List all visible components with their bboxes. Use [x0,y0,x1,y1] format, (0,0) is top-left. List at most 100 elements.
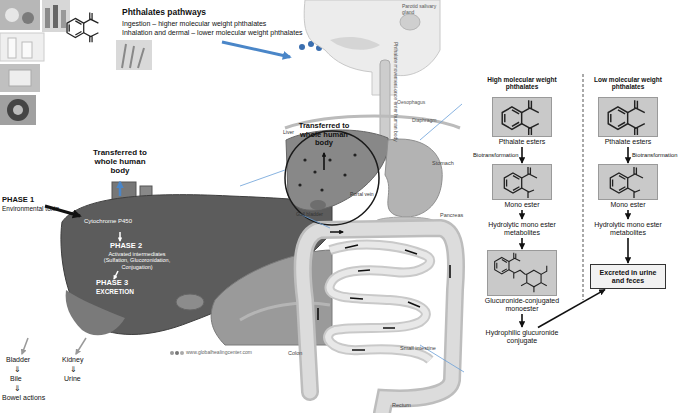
product-photos-part [22,12,34,24]
digestive-illustration-part [343,173,346,176]
anatomy-label: Small intestine [400,345,436,351]
digestive-illustration-part [303,228,456,413]
chemical-structure [488,251,556,295]
liver-illustration-part [176,294,204,310]
anatomy-label: Colon [288,350,302,356]
ester-structure: Pthalate esters [598,97,658,146]
product-photos [0,0,152,125]
anatomy-label: Rectum [392,402,411,408]
product-photos-part [0,0,40,30]
product-photos-part [7,99,29,121]
edge-label: Biotransformation [473,152,518,158]
digestive-illustration-part [303,158,306,161]
product-photos-part [45,8,50,28]
chemical-structure-lines [495,253,547,292]
liver-illustration-part [119,182,122,196]
flow-arrow [538,290,605,328]
chemical-structure-lines [504,167,537,198]
digestive-illustration-part [328,245,430,360]
phase-note: Environmental toxin [2,205,59,212]
down-arrow-symbol: ⇓ [14,365,21,374]
down-arrow-symbol: ⇓ [70,365,77,374]
anatomy-label: Stomach [432,160,454,166]
product-photos-part [8,38,16,58]
glucuronide-structure: Glucuronide-conjugated monoester [482,250,562,313]
ingestion-arrow [222,41,322,57]
phase-heading: PHASE 3 [96,279,128,288]
product-photos-part [42,0,70,32]
excretion-label: Bile [10,375,22,383]
digestive-illustration-part [353,153,356,156]
excretion-label: Bowel actions [2,394,45,402]
product-photos-part [122,44,144,68]
flow-arrow [521,314,523,327]
node-text: Hydrolytic mono ester metabolites [484,221,560,237]
conjugate-step: Hydrophilic glucuronide conjugate [482,328,562,345]
excretion-box: Excreted in urine and feces [590,264,666,289]
digestive-illustration-part [328,245,430,360]
digestive-illustration-part [240,104,464,372]
anatomy-label: Pancreas [440,212,463,218]
liver-illustration [22,182,332,355]
down-arrow-symbol: ⇓ [14,384,21,393]
excretion-label: Urine [64,375,81,383]
product-photos-part [22,42,32,58]
product-photos-part [61,10,66,28]
pathway-note: Inhalation and dermal – lower molecular … [122,29,303,37]
digestive-illustration-part [318,232,450,350]
liver-illustration-part [180,351,184,355]
flow-arrow [521,238,523,249]
product-photos-part [0,95,36,125]
pathway-title: Phthalates pathways [122,8,206,18]
liver-illustration-part [114,271,118,279]
anatomy-label: Parotid salivary gland [402,4,442,16]
structure-image [492,164,552,200]
movement-caption: Phthalate movement once enter human body [392,42,398,142]
product-photos-part [116,40,152,70]
flow-arrow [627,238,629,263]
anatomy-label: Portal vein [350,192,374,198]
chemical-structure [493,165,551,199]
product-photos-part [9,70,31,86]
watermark: www.globalhealingcenter.com [186,350,252,356]
structure-image [492,97,552,137]
chemical-structure [599,98,657,136]
enzyme-label: Cytochrome P450 [84,218,132,225]
ingestion-arrow-part [299,44,305,50]
product-photos-part [5,8,19,22]
digestive-illustration-part [310,200,326,210]
phase-heading: PHASE 1 [2,196,34,205]
node-text: Glucuronide-conjugated monoester [482,297,562,313]
column-divider [583,74,584,300]
liver-illustration-part [22,338,28,354]
structure-image [598,97,658,137]
anatomy-label: Diaphragm [412,118,436,124]
excretion-label: Kidney [62,356,83,364]
digestive-illustration-part [400,14,420,30]
digestive-illustration [240,0,464,413]
product-photos-part [67,13,98,43]
digestive-illustration-part [385,139,442,217]
product-photos-part [13,105,23,115]
digestive-illustration-part [320,188,323,191]
digestive-illustration-part [323,153,325,170]
liver-illustration-part [240,303,330,320]
digestive-illustration-part [328,158,331,161]
phase-heading: PHASE 2 [110,242,142,251]
ester-structure: Pthalate esters [492,97,552,146]
chemical-structure-lines [610,167,643,198]
pathway-note: Ingestion – higher molecular weight phth… [122,20,266,28]
node-text: Hydrophilic glucuronide conjugate [482,329,562,345]
product-photos-part [53,5,58,28]
excretion-label: Bladder [6,356,30,364]
chemical-structure [493,98,551,136]
liver-illustration-part [175,351,179,355]
node-text: Pthalate esters [598,138,658,146]
digestive-illustration-part [330,37,380,50]
flow-arrow [627,147,629,163]
metabolite-step: Hydrolytic mono ester metabolites [590,220,666,237]
edge-label: Biotransformation [632,152,677,158]
